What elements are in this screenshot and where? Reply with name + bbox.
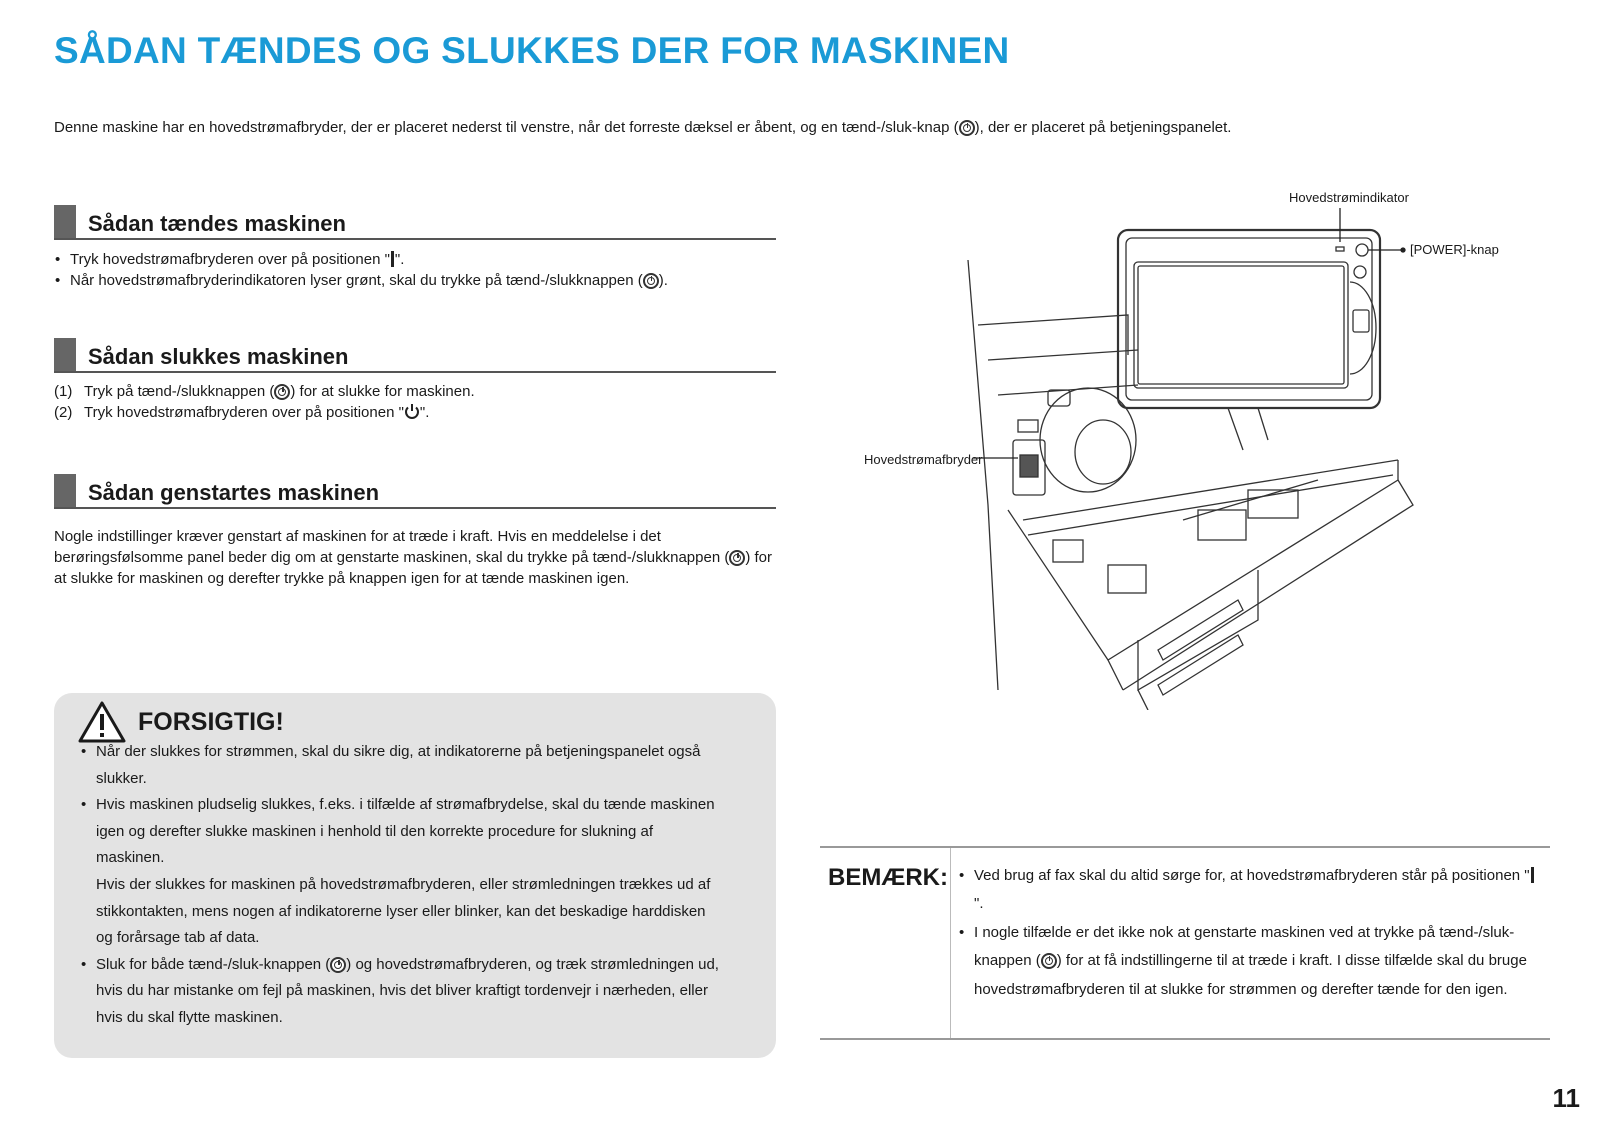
list-item: Når hovedstrømafbryderindikatoren lyser … [54,270,784,291]
list-item: I nogle tilfælde er det ikke nok at gens… [958,919,1538,1004]
list-item: (1)Tryk på tænd-/slukknappen () for at s… [54,383,475,400]
section-off-body: (1)Tryk på tænd-/slukknappen () for at s… [54,381,784,423]
list-item: Tryk hovedstrømafbryderen over på positi… [54,249,784,270]
power-icon [642,273,659,289]
note-divider [950,848,951,1038]
power-icon [958,120,975,136]
machine-diagram: Hovedstrømindikator [POWER]-knap Hovedst… [838,190,1558,715]
list-item: Hvis maskinen pludselig slukkes, f.eks. … [80,792,720,952]
section-on-body: Tryk hovedstrømafbryderen over på positi… [54,249,784,291]
list-item: Ved brug af fax skal du altid sørge for,… [958,862,1538,919]
off-position-icon [404,404,419,419]
power-icon [330,956,347,973]
caution-list: Når der slukkes for strømmen, skal du si… [80,739,720,1032]
label-main-power-indicator: Hovedstrømindikator [1289,190,1409,205]
list-item: Sluk for både tænd-/sluk-knappen () og h… [80,952,720,1032]
caution-title: FORSIGTIG! [138,707,284,736]
section-heading-on: Sådan tændes maskinen [54,205,776,240]
power-icon [274,384,291,400]
heading-bar [54,205,76,238]
intro-paragraph: Denne maskine har en hovedstrømafbryder,… [54,119,1232,136]
on-position-icon [1530,867,1534,883]
warning-triangle-icon [78,701,126,743]
power-icon [1040,953,1057,970]
caution-header: FORSIGTIG! [78,701,284,743]
section-heading-off: Sådan slukkes maskinen [54,338,776,373]
caution-box: FORSIGTIG! Når der slukkes for strømmen,… [54,693,776,1058]
note-label: BEMÆRK: [828,864,948,891]
page-number: 11 [1552,1083,1581,1113]
note-list: Ved brug af fax skal du altid sørge for,… [958,862,1538,1004]
heading-bar [54,338,76,371]
heading-bar [54,474,76,507]
note-box: BEMÆRK: Ved brug af fax skal du altid sø… [820,846,1550,1040]
list-item: (2)Tryk hovedstrømafbryderen over på pos… [54,404,430,421]
on-position-icon [390,251,394,267]
page-title: SÅDAN TÆNDES OG SLUKKES DER FOR MASKINEN [54,30,1010,71]
machine-illustration [967,208,1414,711]
power-icon [729,550,746,566]
section-heading-restart: Sådan genstartes maskinen [54,474,776,509]
label-main-power-switch: Hovedstrømafbryder [864,452,983,467]
label-power-button: [POWER]-knap [1410,242,1499,257]
section-restart-body: Nogle indstillinger kræver genstart af m… [54,528,773,587]
list-item: Når der slukkes for strømmen, skal du si… [80,739,720,792]
